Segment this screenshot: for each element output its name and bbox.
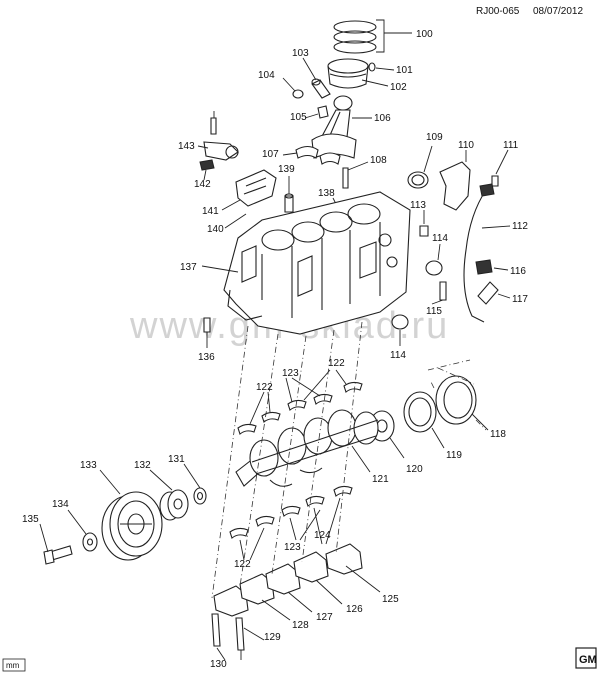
callout-124: 125 (382, 594, 399, 605)
rear-seal-housing (435, 367, 489, 431)
harmonic-balancer (99, 469, 163, 561)
sensor-connector (199, 159, 215, 181)
expansion-plug (425, 243, 443, 276)
cylinder-block (201, 191, 411, 335)
callout-120: 120 (406, 464, 423, 475)
callout-139: 140 (207, 224, 224, 235)
callout-140: 141 (202, 206, 219, 217)
callout-106: 106 (374, 113, 391, 124)
callout-102: 102 (390, 82, 407, 93)
callout-122b: 122 (328, 358, 345, 369)
callout-112: 112 (512, 221, 528, 232)
piston (327, 58, 389, 89)
sensor-screw (491, 149, 509, 187)
main-bearing-caps (213, 543, 381, 621)
callout-123b: 123 (284, 542, 301, 553)
callout-105: 105 (290, 112, 307, 123)
crank-washer (183, 463, 207, 505)
callout-129: 130 (210, 659, 227, 670)
rear-main-seal (403, 391, 445, 449)
main-cap-bolts (211, 613, 265, 661)
callout-100: 100 (416, 29, 433, 40)
core-plug-small (391, 314, 409, 346)
callout-104: 104 (258, 70, 275, 81)
callout-labels: 100 101 102 103 104 105 106 107 108 109 … (22, 29, 528, 670)
sensor-shield (477, 281, 511, 305)
callout-136: 137 (180, 262, 197, 273)
dowel-pin (284, 176, 294, 213)
drain-plug (419, 210, 429, 237)
callout-113: 113 (410, 200, 426, 211)
callout-134: 135 (22, 514, 39, 525)
callout-114a: 114 (432, 233, 448, 244)
callout-122a: 122 (256, 382, 273, 393)
crank-position-sensor (475, 259, 509, 275)
rod-bolt (304, 105, 329, 119)
callout-115: 115 (426, 306, 442, 317)
callout-133: 134 (52, 499, 69, 510)
callout-130: 131 (168, 454, 185, 465)
diagram-code: RJ00-065 (476, 6, 520, 17)
callout-131: 132 (134, 460, 151, 471)
block-stud (203, 317, 211, 348)
callout-128: 129 (264, 632, 281, 643)
sensor-bolt (210, 111, 217, 135)
callout-138: 139 (278, 164, 295, 175)
upper-main-bearings (237, 369, 363, 435)
knock-sensor (197, 141, 239, 161)
gm-logo: GM (575, 647, 597, 669)
callout-135: 136 (198, 352, 215, 363)
callout-141: 142 (194, 179, 211, 190)
callout-127: 128 (292, 620, 309, 631)
unit-label: mm (6, 661, 20, 670)
crankshaft (235, 409, 379, 487)
diagram-date: 08/07/2012 (533, 6, 583, 17)
callout-107: 107 (262, 149, 279, 160)
callout-123a: 123 (282, 368, 299, 379)
balancer-washer (67, 509, 98, 552)
core-plug-large (407, 145, 433, 189)
callout-137: 138 (318, 188, 335, 199)
callout-126: 127 (316, 612, 333, 623)
crank-sprocket (149, 469, 189, 521)
callout-103: 103 (292, 48, 309, 59)
rod-cap-bolt (342, 161, 369, 189)
piston-pin-retainer (368, 62, 395, 72)
callout-101: 101 (396, 65, 413, 76)
callout-109: 109 (426, 132, 443, 143)
callout-114b: 114 (390, 350, 406, 361)
piston-pin (302, 57, 331, 99)
oil-pan-bracket (439, 150, 471, 211)
piston-rings (333, 19, 412, 54)
svg-text:GM: GM (579, 654, 597, 666)
callout-110: 110 (458, 140, 474, 151)
callout-118: 118 (490, 429, 506, 440)
sensor-harness (463, 183, 511, 323)
connecting-rod (311, 95, 372, 159)
callout-117: 117 (512, 294, 528, 305)
callout-111: 111 (503, 140, 519, 151)
block-bolt (431, 281, 447, 305)
callout-125: 126 (346, 604, 363, 615)
alignment-lines (211, 321, 363, 599)
callout-119: 119 (446, 450, 462, 461)
callout-142: 143 (178, 141, 195, 152)
mounting-bracket (221, 169, 277, 229)
callout-123c: 124 (314, 530, 331, 541)
pin-bushing (282, 77, 304, 99)
balancer-bolt (39, 523, 73, 565)
rod-bearing-halves (282, 145, 341, 165)
callout-122c: 122 (234, 559, 251, 570)
callout-121: 121 (372, 474, 389, 485)
callout-108: 108 (370, 155, 387, 166)
callout-116: 116 (510, 266, 526, 277)
unit-box: mm (2, 658, 26, 672)
callout-132: 133 (80, 460, 97, 471)
